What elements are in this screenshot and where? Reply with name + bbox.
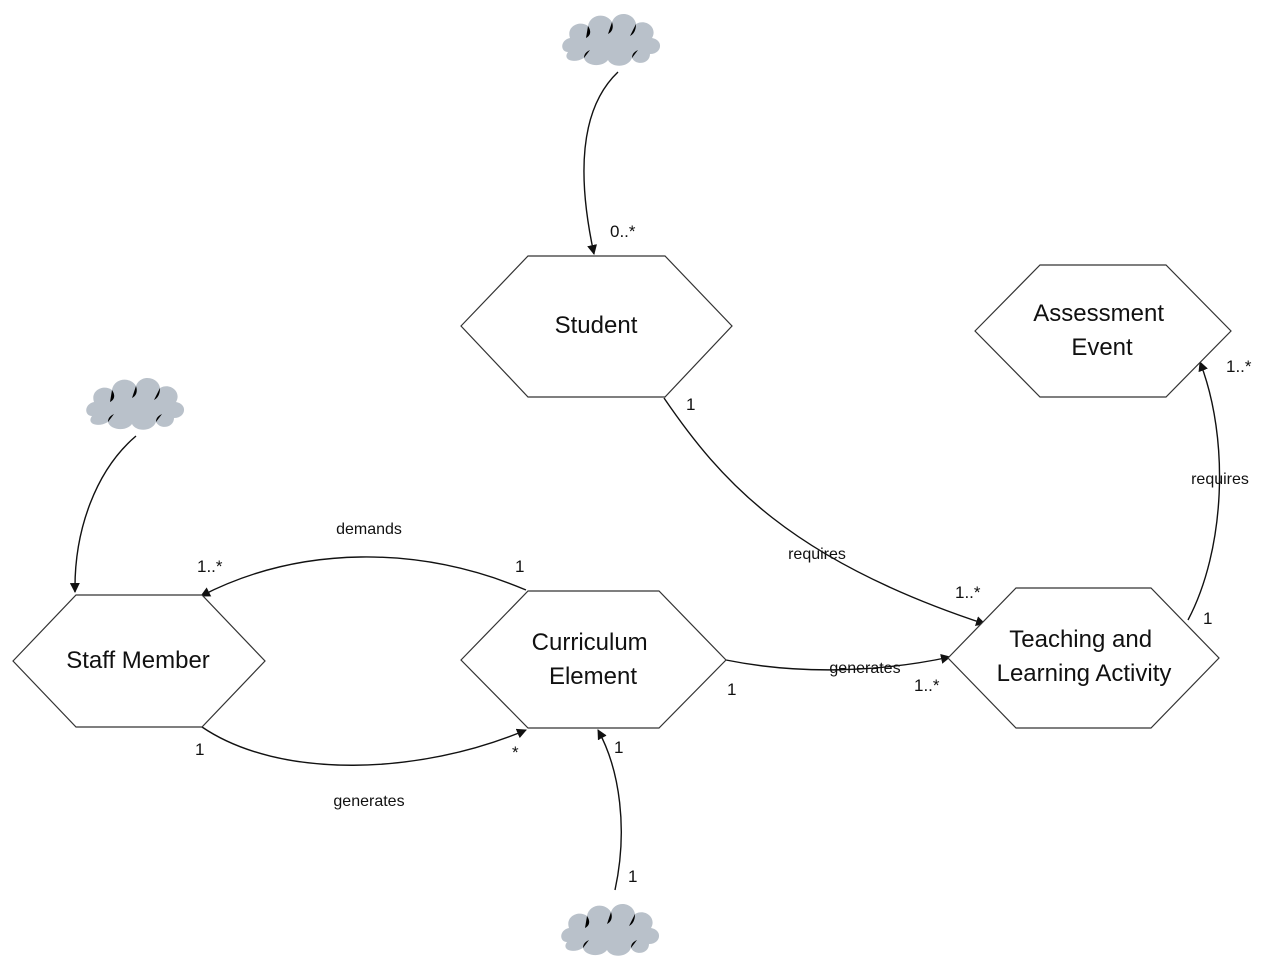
assessment-event-label: Assessment Event [1033, 300, 1170, 361]
activity-requires-label: requires [1191, 471, 1249, 488]
student-requires-label: requires [788, 546, 846, 563]
element-to-activity-connector [725, 653, 951, 671]
multiplicity-staff-out: 1 [195, 740, 204, 759]
multiplicity-element-generates-out: 1 [727, 680, 736, 699]
student-label: Student [555, 312, 638, 339]
bottom-cloud-icon [561, 903, 660, 956]
multiplicity-element-demands-out: 1 [515, 557, 524, 576]
cloud-to-staff-connector [69, 435, 137, 593]
top-cloud-icon [562, 13, 661, 66]
multiplicity-assessment-in: 1..* [1226, 357, 1252, 376]
teaching-learning-activity-node[interactable]: Teaching and Learning Activity [947, 587, 1220, 729]
element-to-staff-connector [200, 556, 527, 597]
multiplicity-element-in-cloud: 1 [614, 738, 623, 757]
element-generates-label: generates [829, 660, 900, 677]
multiplicity-staff-in: 1..* [197, 557, 223, 576]
left-cloud-icon [86, 377, 185, 430]
teaching-learning-activity-label: Teaching and Learning Activity [997, 626, 1172, 687]
multiplicity-activity-in-student: 1..* [955, 583, 981, 602]
multiplicity-element-in-staff: * [512, 743, 519, 762]
staff-generates-label: generates [333, 793, 404, 810]
demands-label: demands [336, 521, 402, 538]
curriculum-element-label: Curriculum Element [532, 629, 655, 690]
staff-member-node[interactable]: Staff Member [12, 594, 266, 728]
staff-member-label: Staff Member [66, 647, 210, 674]
curriculum-element-node[interactable]: Curriculum Element [460, 590, 727, 729]
multiplicity-student-in: 0..* [610, 222, 636, 241]
multiplicity-cloud-bottom-out: 1 [628, 867, 637, 886]
student-to-activity-connector [663, 397, 986, 626]
multiplicity-student-out: 1 [686, 395, 695, 414]
activity-to-assessment-connector [1187, 361, 1221, 621]
multiplicity-activity-in-element: 1..* [914, 676, 940, 695]
cloud-to-element-connector [597, 729, 622, 891]
multiplicity-activity-out: 1 [1203, 609, 1212, 628]
assessment-event-node[interactable]: Assessment Event [974, 264, 1232, 398]
cloud-to-student-connector [583, 71, 619, 255]
staff-to-element-connector [201, 726, 527, 766]
student-node[interactable]: Student [460, 255, 733, 398]
